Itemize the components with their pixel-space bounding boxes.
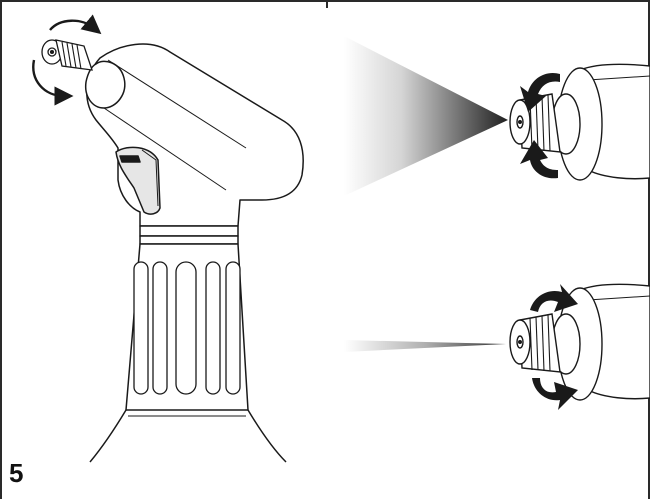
- main-nozzle: [41, 39, 93, 71]
- top-border: [0, 0, 650, 2]
- wide-spray-cone: [344, 36, 508, 196]
- right-border: [648, 0, 650, 499]
- narrow-jet-stream: [344, 340, 506, 352]
- top-divider-tick: [326, 0, 328, 8]
- rotate-arrow-icon-narrow: [530, 284, 578, 410]
- cap-grip-slots: [133, 261, 241, 395]
- sprayer-body: [84, 43, 304, 463]
- rotate-arrow-icon-wide: [520, 72, 560, 179]
- curved-arrow-icon: [32, 14, 102, 106]
- nozzle-detail-narrow: [509, 283, 650, 401]
- step-number: 5: [9, 458, 24, 488]
- left-border: [0, 0, 2, 499]
- nozzle-detail-wide: [509, 63, 650, 181]
